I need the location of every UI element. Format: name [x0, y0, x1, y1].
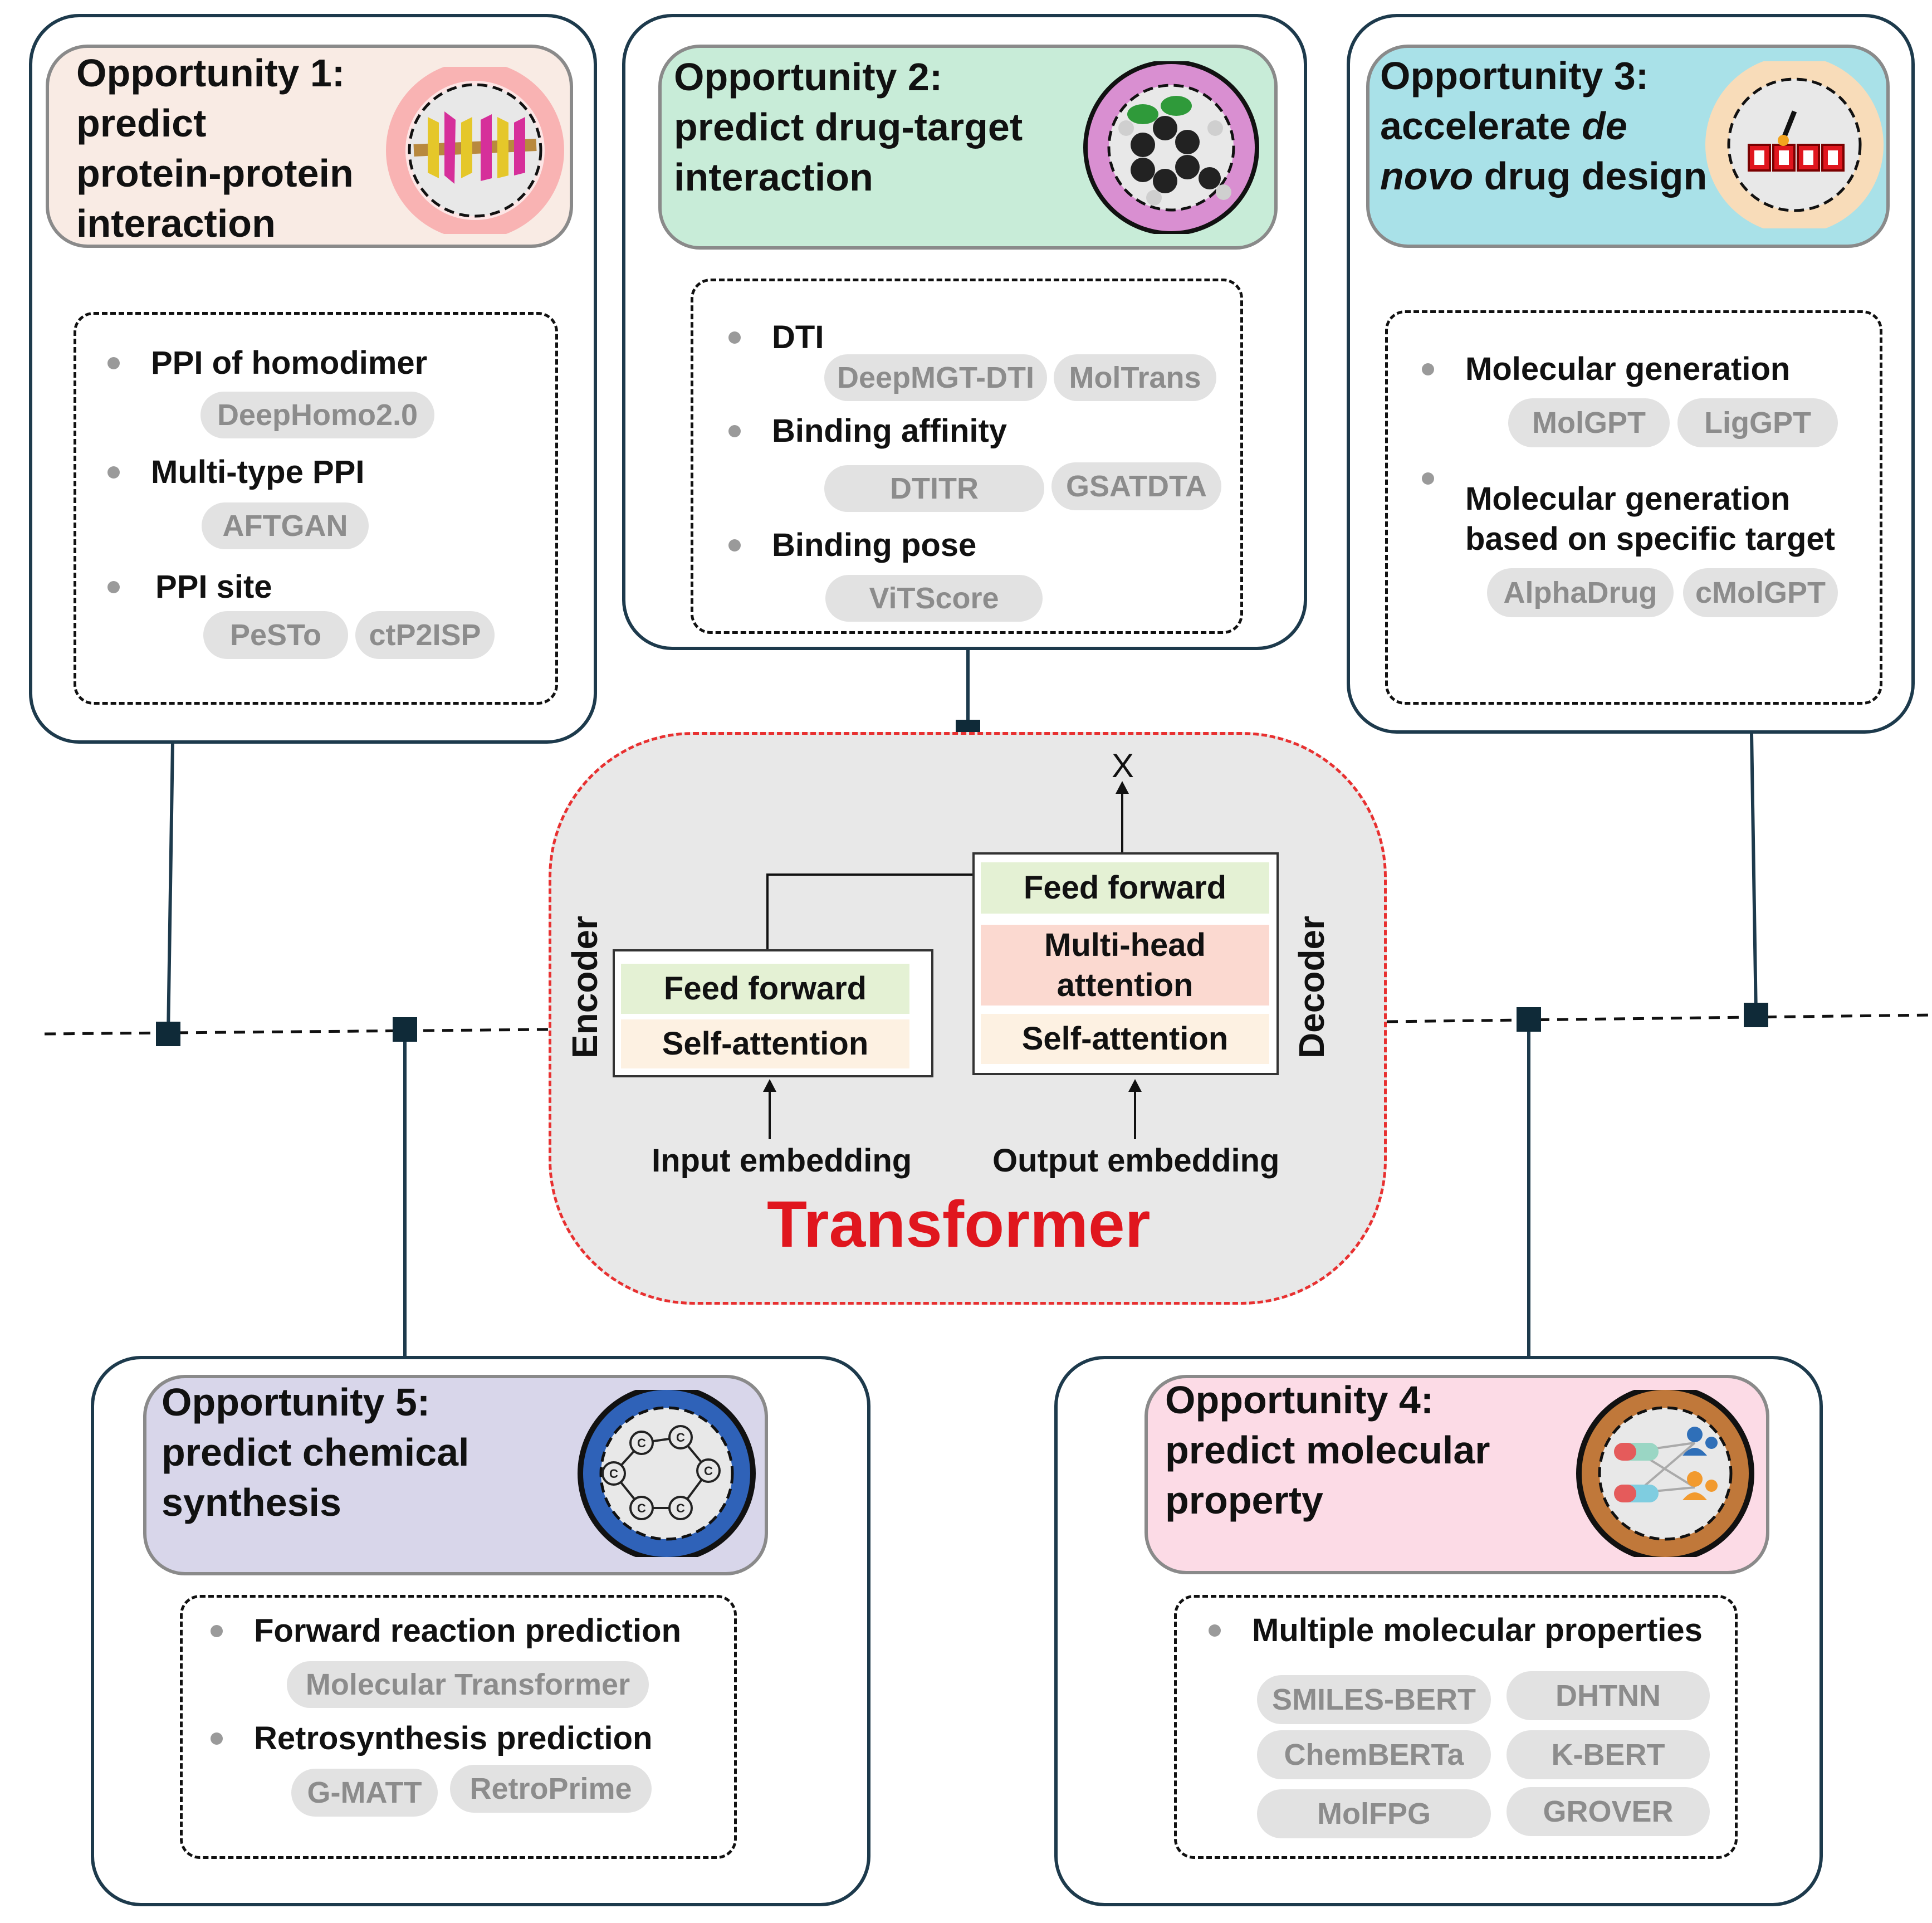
tool-tag: MolFPG	[1257, 1789, 1491, 1838]
tool-tag: PeSTo	[203, 611, 348, 659]
tool-tag: SMILES-BERT	[1257, 1675, 1491, 1724]
list-item: Binding affinity	[728, 411, 1007, 451]
carbon-ring-icon: C C C C C C	[578, 1390, 756, 1557]
tool-tag: LigGPT	[1677, 398, 1838, 447]
tool-tag: DeepHomo2.0	[200, 392, 434, 438]
input-embedding-label: Input embedding	[652, 1143, 912, 1179]
opportunity-5-title: Opportunity 5: predict chemical synthesi…	[162, 1380, 469, 1524]
list-item: DTI	[728, 318, 824, 358]
tool-tag: ctP2ISP	[355, 611, 495, 659]
svg-text:C: C	[676, 1501, 685, 1515]
decoder-label: Decoder	[1292, 915, 1332, 1059]
decoder-self-attention: Self-attention	[981, 1014, 1269, 1064]
tool-tag: K-BERT	[1507, 1730, 1710, 1779]
tool-tag: cMolGPT	[1683, 568, 1838, 617]
opportunity-3-title: Opportunity 3: accelerate de novo drug d…	[1380, 54, 1708, 198]
svg-text:C: C	[609, 1467, 618, 1481]
tool-tag: DeepMGT-DTI	[824, 354, 1047, 401]
decoder-multi-head-attention: Multi-head attention	[981, 925, 1269, 1006]
tool-tag: AlphaDrug	[1487, 568, 1674, 617]
drug-design-icon	[1705, 61, 1884, 228]
opportunity-2-title: Opportunity 2: predict drug-target inter…	[674, 55, 1023, 199]
tool-tag: AFTGAN	[202, 502, 369, 549]
list-item: Molecular generation	[1422, 349, 1790, 389]
decoder-feed-forward: Feed forward	[981, 862, 1269, 914]
svg-text:C: C	[637, 1501, 646, 1515]
opportunity-4-details	[1174, 1595, 1738, 1859]
encoder-self-attention: Self-attention	[621, 1019, 909, 1068]
list-item: Retrosynthesis prediction	[211, 1719, 652, 1759]
list-item: Molecular generation based on specific t…	[1422, 467, 1835, 559]
opportunity-3-details	[1385, 310, 1882, 705]
opportunity-4-title: Opportunity 4: predict molecular propert…	[1165, 1378, 1490, 1522]
svg-text:C: C	[676, 1431, 685, 1444]
list-item: PPI of homodimer	[107, 343, 427, 383]
tool-tag: MolTrans	[1054, 354, 1216, 401]
list-item: Forward reaction prediction	[211, 1611, 681, 1651]
svg-text:C: C	[704, 1464, 713, 1478]
list-item: Binding pose	[728, 525, 976, 565]
output-symbol: X	[1112, 747, 1134, 784]
tool-tag: ChemBERTa	[1257, 1730, 1491, 1779]
molecule-icon	[1083, 61, 1259, 234]
tool-tag: G-MATT	[291, 1769, 438, 1817]
protein-icon	[386, 67, 564, 234]
tool-tag: GSATDTA	[1051, 462, 1221, 510]
list-item: PPI site	[107, 567, 272, 607]
tool-tag: DTITR	[824, 465, 1044, 512]
list-item: Multi-type PPI	[107, 452, 364, 492]
opportunity-5-details	[180, 1595, 737, 1859]
tool-tag: GROVER	[1507, 1787, 1710, 1836]
opportunity-1-title: Opportunity 1: predict protein-protein i…	[76, 51, 354, 245]
opportunity-2-details	[691, 279, 1243, 634]
tool-tag: DHTNN	[1507, 1671, 1710, 1720]
tool-tag: RetroPrime	[450, 1765, 652, 1813]
output-embedding-label: Output embedding	[992, 1143, 1280, 1179]
list-item: Multiple molecular properties	[1209, 1610, 1703, 1651]
encoder-feed-forward: Feed forward	[621, 964, 909, 1014]
pill-network-icon	[1576, 1390, 1754, 1557]
encoder-label: Encoder	[565, 915, 605, 1059]
tool-tag: MolGPT	[1508, 398, 1670, 447]
opportunity-1-details	[74, 312, 558, 705]
svg-text:C: C	[637, 1436, 646, 1450]
tool-tag: ViTScore	[825, 575, 1043, 622]
tool-tag: Molecular Transformer	[287, 1661, 649, 1708]
transformer-title: Transformer	[767, 1188, 1151, 1261]
